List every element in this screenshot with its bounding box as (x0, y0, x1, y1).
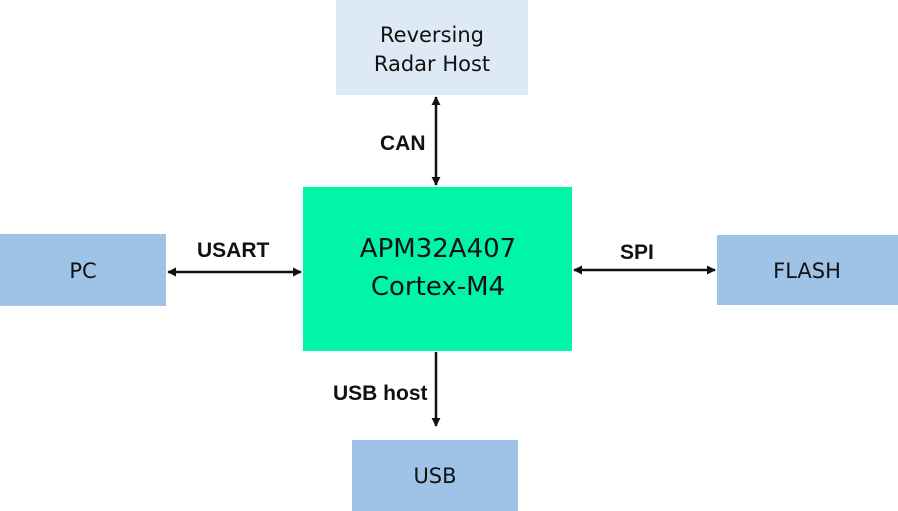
mcu-box (303, 187, 572, 351)
flash-box (717, 235, 898, 305)
usart-link: USART (167, 239, 302, 277)
usb-host-link: USB host (333, 352, 441, 427)
radar-host-box (336, 0, 528, 95)
radar-host-label-line2: Radar Host (374, 52, 490, 76)
can-label: CAN (380, 132, 426, 155)
mcu-label-line1: APM32A407 (360, 234, 516, 264)
pc-block: PC (0, 234, 166, 306)
flash-block: FLASH (717, 235, 898, 305)
radar-host-label-line1: Reversing (380, 23, 484, 47)
usb-label: USB (413, 464, 456, 488)
can-link: CAN (380, 96, 441, 186)
spi-link: SPI (573, 241, 716, 275)
spi-label: SPI (620, 241, 654, 264)
flash-label: FLASH (773, 259, 841, 283)
mcu-block: APM32A407 Cortex-M4 (303, 187, 572, 351)
radar-host-block: Reversing Radar Host (336, 0, 528, 95)
usb-host-label: USB host (333, 382, 428, 405)
usb-block: USB (352, 440, 518, 511)
pc-label: PC (69, 259, 96, 283)
usb-box (352, 440, 518, 511)
mcu-label-line2: Cortex-M4 (371, 272, 505, 302)
usart-label: USART (197, 239, 270, 262)
pc-box (0, 234, 166, 306)
